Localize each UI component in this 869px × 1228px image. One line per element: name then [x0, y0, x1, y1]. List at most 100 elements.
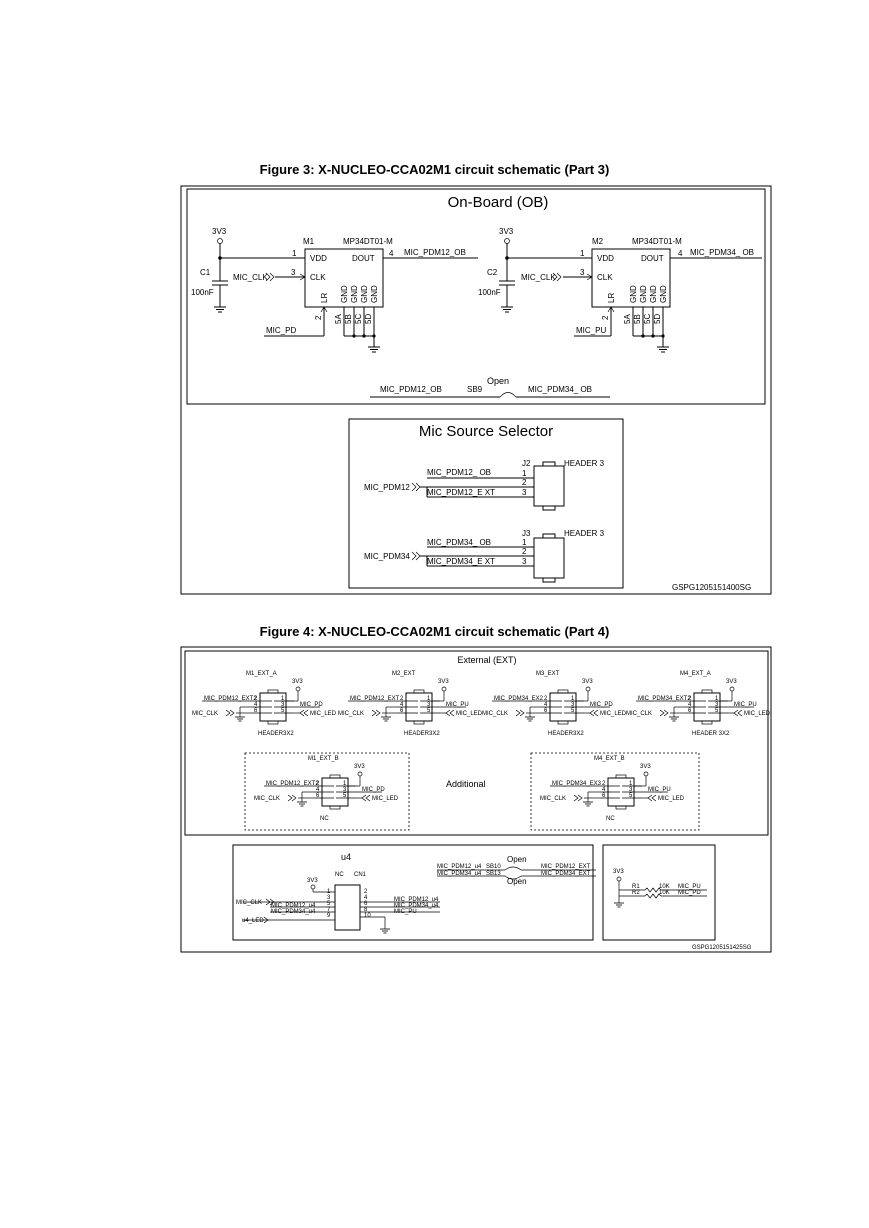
header-pin: 2: [316, 781, 320, 787]
header-input-net: MIC_PDM12_EXT2: [204, 696, 257, 702]
header-pin: 5: [281, 708, 285, 714]
svg-text:1: 1: [580, 249, 585, 258]
r1-resistor: [644, 887, 707, 893]
m2-part: MP34DT01-M: [632, 237, 682, 246]
svg-text:GND: GND: [629, 285, 638, 303]
header-clk-net: MIC_CLK: [338, 711, 364, 717]
header-ref: M2_EXT: [392, 671, 416, 677]
header-pin: 6: [254, 708, 258, 714]
svg-text:5D: 5D: [364, 314, 373, 324]
svg-text:1: 1: [522, 469, 527, 478]
additional-frame-right: [530, 752, 700, 831]
header-pin: 6: [400, 708, 404, 714]
header-pin: 4: [688, 702, 692, 708]
header-power-label: 3V3: [438, 679, 449, 685]
svg-text:MIC_PDM12_u4: MIC_PDM12_u4: [437, 864, 482, 870]
svg-text:3: 3: [522, 557, 527, 566]
svg-text:GND: GND: [340, 285, 349, 303]
m1-ref: M1: [303, 237, 315, 246]
header-input-net: MIC_PDM34_EXT2: [638, 696, 691, 702]
header-clk-net: MIC_CLK: [192, 711, 218, 717]
svg-text:Open: Open: [507, 877, 527, 886]
header-pin: 4: [602, 787, 606, 793]
header-pin: 5: [427, 708, 431, 714]
header-pin: 5: [571, 708, 575, 714]
header-power-label: 3V3: [726, 679, 737, 685]
svg-text:10K: 10K: [659, 890, 670, 896]
header-pin: 3: [629, 787, 633, 793]
m1-output-net: MIC_PDM12_OB: [404, 248, 466, 257]
header-led-net: MIC_LED: [658, 796, 685, 802]
header-type: HEADER3X2: [404, 731, 440, 737]
cn1-pin: 9: [327, 913, 331, 919]
svg-text:5B: 5B: [633, 314, 642, 324]
svg-text:3V3: 3V3: [613, 869, 624, 875]
svg-text:MIC_PD: MIC_PD: [678, 890, 701, 896]
header-pin: 1: [343, 781, 347, 787]
resistors-frame: [602, 844, 716, 941]
header-pin: 1: [571, 696, 575, 702]
header-led-net: MIC_LED: [372, 796, 399, 802]
solder-bridges-sb10-sb13: MIC_PDM12_u4 SB10 MIC_PDM12_EXT MIC_PDM3…: [437, 855, 596, 886]
header-led-net: MIC_LED: [744, 711, 771, 717]
header-pin: 2: [544, 696, 548, 702]
svg-text:DOUT: DOUT: [352, 254, 375, 263]
header-ref: M4_EXT_B: [594, 756, 625, 762]
header-power-net: MIC_PD: [590, 702, 613, 708]
header-power-net: MIC_PD: [362, 787, 385, 793]
header-power-net: MIC_PU: [446, 702, 469, 708]
u4-title: u4: [341, 852, 351, 862]
external-frame: [184, 650, 769, 836]
svg-text:5C: 5C: [643, 314, 652, 324]
svg-text:GND: GND: [360, 285, 369, 303]
header-type: HEADER 3X2: [692, 731, 730, 737]
onboard-frame: [186, 188, 766, 405]
header-led-net: MIC_LED: [456, 711, 483, 717]
c2-value: 100nF: [478, 288, 501, 297]
cn1-pin: 1: [327, 889, 331, 895]
header-type: NC: [320, 816, 329, 822]
svg-text:Open: Open: [487, 376, 509, 386]
header-pin: 4: [400, 702, 404, 708]
svg-text:3: 3: [580, 268, 585, 277]
figure-4-caption: Figure 4: X-NUCLEO-CCA02M1 circuit schem…: [259, 624, 610, 639]
figure-4-frame: [180, 646, 772, 953]
svg-text:MIC_PDM12_OB: MIC_PDM12_OB: [380, 385, 442, 394]
svg-text:2: 2: [601, 315, 610, 320]
header-pin: 6: [316, 793, 320, 799]
c1-ref: C1: [200, 268, 211, 277]
m2-ref: M2: [592, 237, 604, 246]
header-clk-net: MIC_CLK: [540, 796, 566, 802]
svg-text:5A: 5A: [334, 314, 343, 324]
m1-power-symbol: [217, 238, 223, 244]
external-title: External (EXT): [457, 655, 516, 665]
svg-text:3V3: 3V3: [307, 878, 318, 884]
svg-text:LR: LR: [607, 293, 616, 303]
svg-text:MIC_PU: MIC_PU: [678, 884, 701, 890]
header-input-net: MIC_PDM12_EXT: [350, 696, 400, 702]
cn1-pin: 7: [327, 907, 331, 913]
header-type: NC: [606, 816, 615, 822]
header-pin: 4: [254, 702, 258, 708]
header-ref: M1_EXT_B: [308, 756, 339, 762]
svg-text:MIC_PDM34_ OB: MIC_PDM34_ OB: [528, 385, 592, 394]
u4-frame: [232, 844, 594, 941]
header-pin: 5: [629, 793, 633, 799]
header-power-net: MIC_PU: [648, 787, 671, 793]
svg-text:CLK: CLK: [310, 273, 326, 282]
header-ref: M3_EXT: [536, 671, 560, 677]
header-input-net: MIC_PDM34_EX2: [494, 696, 544, 702]
header-power-net: MIC_PU: [734, 702, 757, 708]
header-input-net: MIC_PDM34_EX3: [552, 781, 602, 787]
svg-text:MIC_PDM12_ OB: MIC_PDM12_ OB: [427, 468, 491, 477]
svg-text:VDD: VDD: [597, 254, 614, 263]
svg-text:SB13: SB13: [486, 871, 501, 877]
m1-power-label: 3V3: [212, 227, 227, 236]
header-led-net: MIC_LED: [310, 711, 337, 717]
header-input-net: MIC_PDM12_EXT2: [266, 781, 319, 787]
svg-text:MIC_PDM12_EXT: MIC_PDM12_EXT: [541, 864, 591, 870]
